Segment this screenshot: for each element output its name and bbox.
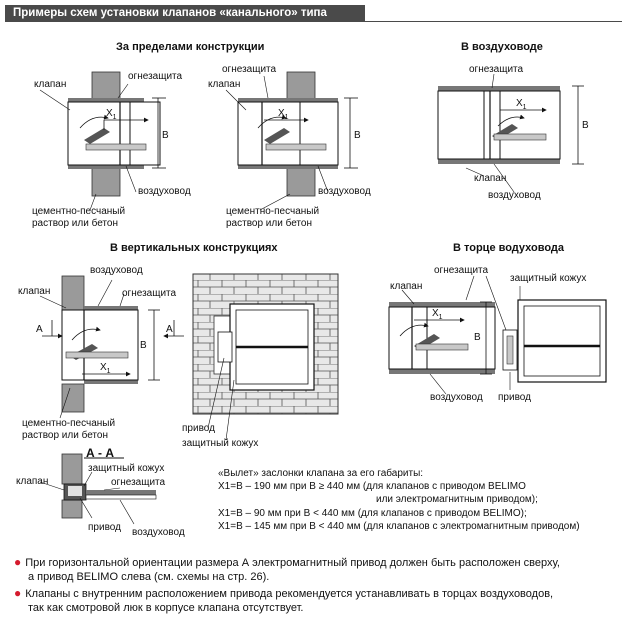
section-title-vertical: В вертикальных конструкциях	[110, 242, 278, 254]
svg-text:воздуховод: воздуховод	[132, 527, 185, 538]
svg-text:воздуховод: воздуховод	[430, 392, 483, 403]
section-title-aa: А - А	[86, 446, 114, 460]
svg-text:X1: X1	[516, 98, 527, 111]
svg-text:огнезащита: огнезащита	[469, 64, 524, 75]
diagram-in-duct: огнезащита X1 B клапан воздуховод	[437, 64, 589, 201]
svg-text:клапан: клапан	[18, 286, 50, 297]
header-rule	[365, 21, 622, 22]
svg-text:раствор или бетон: раствор или бетон	[22, 429, 108, 441]
svg-text:защитный кожух: защитный кожух	[88, 463, 164, 474]
diagram-duct-end: клапан огнезащита защитный кожух X1 B во…	[388, 265, 607, 403]
svg-text:воздуховод: воздуховод	[488, 190, 541, 201]
fireproofing-top	[68, 98, 144, 102]
svg-text:X1: X1	[106, 108, 117, 121]
svg-text:цементно-песчаный: цементно-песчаный	[226, 206, 319, 217]
note-line-1: «Вылет» заслонки клапана за его габариты…	[218, 468, 424, 479]
damper-blade	[84, 128, 110, 144]
svg-text:воздуховод: воздуховод	[90, 265, 143, 276]
svg-text:привод: привод	[88, 522, 121, 533]
svg-text:огнезащита: огнезащита	[111, 477, 166, 488]
diagram-brick-wall: привод защитный кожух	[182, 273, 339, 449]
page-header: Примеры схем установки клапанов «канальн…	[5, 5, 365, 22]
svg-text:X1: X1	[278, 108, 289, 121]
bullet-dot-icon: ●	[14, 586, 22, 600]
svg-text:X1: X1	[432, 308, 443, 321]
svg-text:B: B	[162, 130, 169, 141]
fireproofing-bottom	[68, 165, 144, 169]
note-line-5: X1=B – 145 мм при B < 440 мм (для клапан…	[218, 520, 580, 532]
svg-text:огнезащита: огнезащита	[434, 265, 489, 276]
section-title-outside: За пределами конструкции	[116, 41, 265, 53]
bullet-dot-icon: ●	[14, 555, 22, 569]
svg-text:клапан: клапан	[390, 281, 422, 292]
svg-text:B: B	[582, 120, 589, 131]
svg-text:X1: X1	[100, 362, 111, 375]
svg-text:B: B	[140, 340, 147, 351]
svg-text:защитный кожух: защитный кожух	[510, 273, 586, 284]
svg-text:клапан: клапан	[208, 79, 240, 90]
svg-text:огнезащита: огнезащита	[122, 288, 177, 299]
diagram-section-aa: клапан защитный кожух огнезащита привод …	[16, 453, 185, 538]
note-line-3: или электромагнитным приводом);	[376, 494, 538, 506]
wall-top	[91, 71, 121, 101]
label-cement-2: раствор или бетон	[32, 217, 118, 229]
note-line-4: X1=B – 90 мм при B < 440 мм (для клапано…	[218, 507, 527, 519]
svg-text:цементно-песчаный: цементно-песчаный	[22, 418, 115, 429]
label-ognezashchita: огнезащита	[128, 71, 183, 82]
svg-text:защитный кожух: защитный кожух	[182, 438, 258, 449]
svg-text:воздуховод: воздуховод	[318, 186, 371, 197]
svg-text:раствор или бетон: раствор или бетон	[226, 217, 312, 229]
svg-text:A: A	[166, 324, 173, 335]
svg-text:B: B	[354, 130, 361, 141]
svg-text:огнезащита: огнезащита	[222, 64, 277, 75]
label-klapan: клапан	[34, 79, 66, 90]
svg-text:B: B	[474, 332, 481, 343]
svg-text:клапан: клапан	[16, 476, 48, 487]
label-vozdukhovod: воздуховод	[138, 186, 191, 197]
wall-bottom	[91, 167, 121, 197]
section-title-in-duct: В воздуховоде	[461, 41, 543, 53]
duct	[129, 101, 161, 166]
notes-block: «Вылет» заслонки клапана за его габариты…	[218, 467, 580, 533]
diagram-outside-2: клапан огнезащита X1 B воздуховод цемент…	[208, 64, 371, 229]
diagram-outside-1: клапан огнезащита X1 B воздуховод цемент…	[32, 71, 191, 229]
svg-text:A: A	[36, 324, 43, 335]
svg-text:привод: привод	[498, 392, 531, 403]
svg-text:клапан: клапан	[474, 173, 506, 184]
label-cement-1: цементно-песчаный	[32, 206, 125, 217]
svg-text:привод: привод	[182, 423, 215, 434]
section-title-duct-end: В торце водуховода	[453, 242, 565, 254]
bullet-1: ●При горизонтальной ориентации размера А…	[14, 555, 560, 583]
note-line-2: X1=B – 190 мм при B ≥ 440 мм (для клапан…	[218, 481, 526, 493]
diagram-vertical: воздуховод клапан огнезащита A A B X1 це…	[18, 265, 184, 441]
bullet-2: ●Клапаны с внутренним расположением прив…	[14, 586, 554, 614]
